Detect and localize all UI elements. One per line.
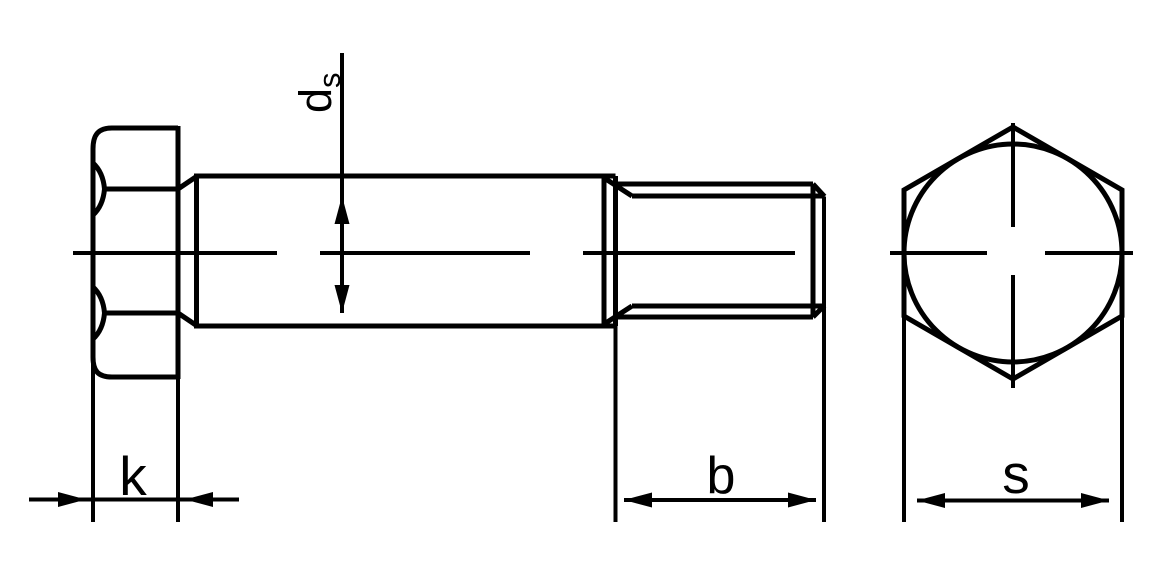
ds-dimension-label: ds — [290, 72, 347, 113]
b-arrow-left-icon — [624, 492, 652, 508]
bolt-side-view: ds k b — [29, 53, 827, 522]
bolt-thread — [615, 181, 827, 320]
head-chamfer-arc-lower — [91, 285, 108, 341]
s-arrow-left-icon — [917, 493, 945, 508]
k-arrow-left-icon — [185, 492, 213, 507]
head-neck-chamfer-bottom — [176, 310, 198, 328]
ds-dimension: ds — [290, 53, 350, 313]
head-silhouette — [90, 125, 178, 380]
k-arrow-right-icon — [58, 492, 86, 507]
head-neck-chamfer-top — [176, 174, 198, 192]
bolt-head — [90, 125, 198, 380]
end-view-crosshair — [890, 123, 1133, 388]
s-dimension-label: s — [1002, 443, 1030, 505]
b-arrow-right-icon — [788, 492, 816, 508]
ds-arrow-up-icon — [334, 196, 350, 224]
head-chamfer-arc-upper — [91, 161, 108, 217]
k-dimension: k — [29, 340, 239, 522]
b-dimension-label: b — [707, 447, 736, 505]
b-dimension: b — [613, 196, 826, 522]
thread-runout-top — [603, 176, 634, 199]
ds-arrow-down-icon — [334, 285, 350, 313]
k-dimension-label: k — [119, 445, 147, 507]
thread-end-chamfer-top — [811, 182, 827, 199]
s-arrow-right-icon — [1081, 493, 1109, 508]
bolt-end-view: s — [890, 123, 1133, 522]
s-dimension: s — [902, 316, 1124, 522]
